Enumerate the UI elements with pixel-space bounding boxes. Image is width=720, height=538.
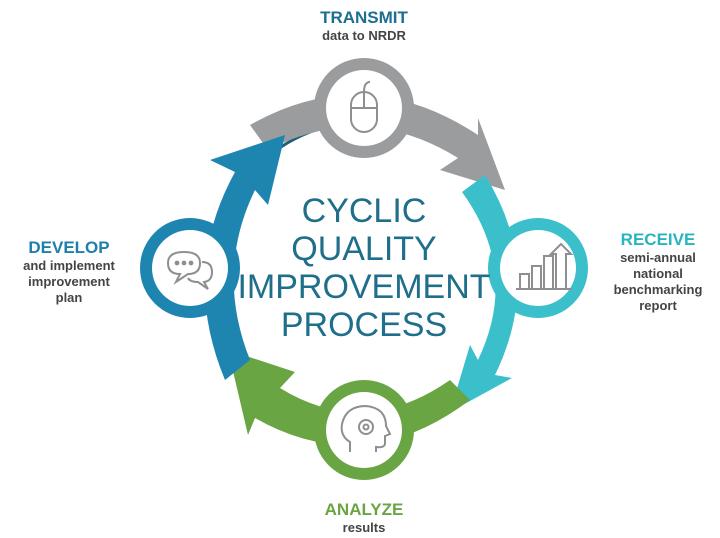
receive-line-1: semi-annual (620, 250, 696, 265)
label-develop: DEVELOP and implement improvement plan (4, 238, 134, 306)
develop-title: DEVELOP (28, 238, 110, 257)
label-transmit: TRANSMIT data to NRDR (284, 8, 444, 44)
center-title-line-3: IMPROVEMENT (237, 268, 490, 306)
arrow-develop-to-transmit (204, 135, 285, 380)
develop-line-3: plan (55, 290, 83, 305)
receive-line-3: benchmarking (613, 282, 703, 297)
center-title-line-2: QUALITY (291, 230, 436, 268)
arrow-receive-to-analyze (450, 175, 518, 412)
center-title-line-1: CYCLIC (302, 192, 427, 230)
center-title-line-4: PROCESS (281, 306, 447, 344)
transmit-line-1: data to NRDR (322, 28, 406, 43)
develop-line-1: and implement (23, 258, 115, 273)
arrow-transmit-to-receive (250, 94, 505, 190)
receive-title: RECEIVE (620, 230, 696, 249)
analyze-line-1: results (342, 520, 386, 535)
label-receive: RECEIVE semi-annual national benchmarkin… (600, 230, 716, 314)
bar-chart-arrow-icon (516, 242, 574, 290)
receive-line-2: national (633, 266, 683, 281)
speech-bubbles-icon (166, 250, 214, 290)
receive-line-4: report (639, 298, 677, 313)
head-gear-icon (340, 404, 392, 452)
analyze-title: ANALYZE (324, 500, 404, 519)
transmit-title: TRANSMIT (320, 8, 408, 27)
label-analyze: ANALYZE results (284, 500, 444, 536)
develop-line-2: improvement (28, 274, 110, 289)
mouse-icon (350, 81, 378, 133)
